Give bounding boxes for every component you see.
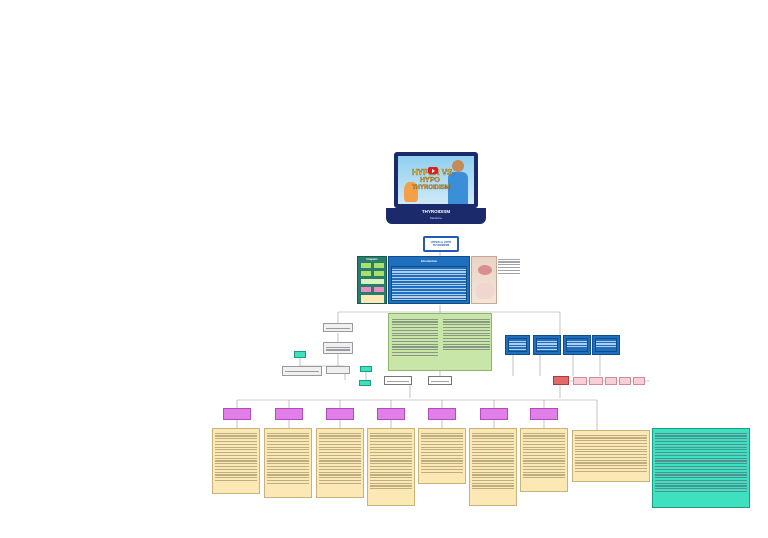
pink-header-3[interactable] [326, 408, 354, 420]
node-mid-1[interactable] [384, 376, 412, 385]
node-left-4[interactable] [326, 366, 350, 374]
title-box: HYPER vs HYPO THYROIDISM [423, 236, 459, 252]
node-teal-small-1[interactable] [294, 351, 306, 358]
thyroid-mascot-icon [404, 182, 418, 202]
red-node[interactable] [553, 376, 569, 385]
blue-box-2[interactable] [533, 335, 561, 355]
rose-node-3[interactable] [605, 377, 617, 385]
doctor-illustration-icon [446, 158, 470, 204]
video-caption: THYROIDISM [421, 209, 451, 214]
pink-header-1[interactable] [223, 408, 251, 420]
pink-header-4[interactable] [377, 408, 405, 420]
chapters-title: Chapters [366, 258, 378, 261]
laptop-screen: HYPER VS. HYPO THYROIDISM [394, 152, 478, 208]
video-laptop[interactable]: HYPER VS. HYPO THYROIDISM THYROIDISM Med… [386, 152, 486, 224]
chapters-panel: Chapters [357, 256, 387, 304]
yellow-column-6 [469, 428, 517, 506]
blue-box-1[interactable] [505, 335, 530, 355]
blue-box-4[interactable] [592, 335, 620, 355]
introduction-panel: Introduction [388, 256, 470, 304]
rose-node-2[interactable] [589, 377, 603, 385]
title-box-text: HYPER vs HYPO THYROIDISM [430, 241, 452, 247]
blue-box-3[interactable] [563, 335, 591, 355]
node-left-1[interactable] [323, 323, 353, 332]
laptop-base: THYROIDISM Medicine [386, 208, 486, 224]
node-teal-small-2[interactable] [360, 366, 372, 372]
video-thumbnail[interactable]: HYPER VS. HYPO THYROIDISM [398, 156, 474, 204]
node-teal-small-3[interactable] [359, 380, 371, 386]
yellow-column-5 [418, 428, 466, 484]
pink-header-5[interactable] [428, 408, 456, 420]
references-panel [652, 428, 750, 508]
yellow-column-7 [520, 428, 568, 492]
introduction-title: Introduction [420, 259, 438, 263]
rose-node-4[interactable] [619, 377, 631, 385]
pink-header-7[interactable] [530, 408, 558, 420]
play-icon[interactable] [428, 167, 438, 174]
node-left-3[interactable] [282, 366, 322, 376]
yellow-column-4 [367, 428, 415, 506]
yellow-column-3 [316, 428, 364, 498]
video-sub: Medicine [429, 215, 442, 220]
video-title-3: THYROIDISM [412, 185, 450, 191]
rose-node-1[interactable] [573, 377, 587, 385]
rose-node-5[interactable] [633, 377, 645, 385]
pink-header-2[interactable] [275, 408, 303, 420]
note-beside-image [498, 257, 520, 277]
center-green-panel [388, 313, 492, 371]
node-left-2[interactable] [323, 342, 353, 354]
yellow-column-1 [212, 428, 260, 494]
pink-header-6[interactable] [480, 408, 508, 420]
video-title-2: HYPO [420, 177, 440, 184]
yellow-column-wide [572, 430, 650, 482]
thyroid-image-icon [471, 256, 497, 304]
node-mid-2[interactable] [428, 376, 452, 385]
yellow-column-2 [264, 428, 312, 498]
